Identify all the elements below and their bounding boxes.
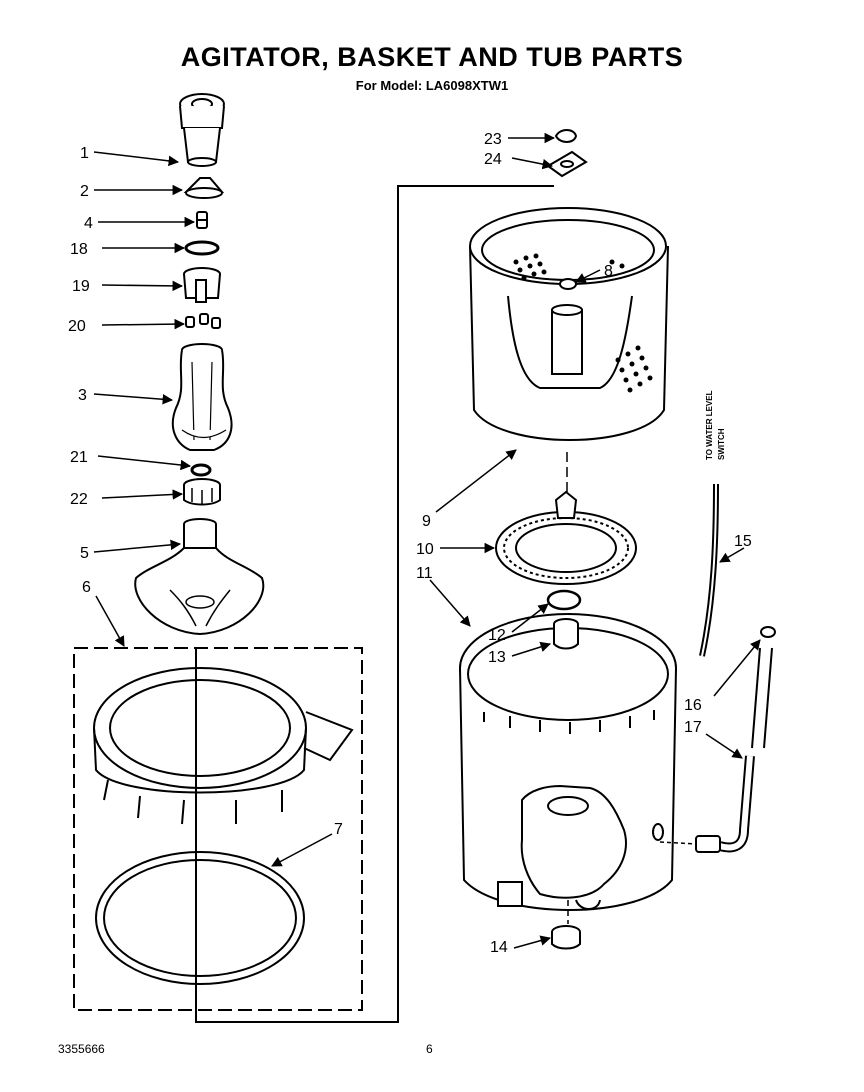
tub-part	[459, 613, 677, 911]
callout-14: 14	[490, 939, 508, 956]
page-number: 6	[426, 1042, 433, 1056]
dogs-part	[185, 313, 221, 329]
callout-22: 22	[70, 491, 88, 508]
callout-11: 11	[416, 565, 433, 582]
fill-hose-part	[695, 647, 773, 853]
drain-plug-part	[551, 925, 581, 950]
group-connector-line	[195, 185, 554, 1023]
callout-21: 21	[70, 449, 88, 466]
callout-3: 3	[78, 387, 87, 404]
callout-13: 13	[488, 649, 506, 666]
seal-ring-part	[546, 589, 582, 611]
callout-2: 2	[80, 183, 89, 200]
agitator-cap-part	[179, 93, 225, 167]
callout-18: 18	[70, 241, 88, 258]
o-ring-part	[184, 240, 220, 256]
callout-6: 6	[82, 579, 91, 596]
callout-19: 19	[72, 278, 90, 295]
document-number: 3355666	[58, 1042, 105, 1056]
callout-7: 7	[334, 821, 343, 838]
tub-cover-part	[93, 667, 354, 825]
callout-16: 16	[684, 697, 702, 714]
model-subtitle: For Model: LA6098XTW1	[355, 78, 509, 93]
agitator-barrel-part	[171, 343, 233, 451]
water-level-note-line2: SWITCH	[717, 428, 726, 460]
callout-24: 24	[484, 151, 502, 168]
leader-lines	[93, 132, 761, 949]
callout-12: 12	[488, 627, 506, 644]
tub-ring-group-box	[73, 647, 363, 1011]
callout-8: 8	[604, 263, 613, 280]
basket-nut-part	[554, 129, 578, 143]
small-bolt-part	[196, 211, 208, 229]
callout-4: 4	[84, 215, 93, 232]
hose-connector-line	[659, 841, 697, 845]
hex-coupling-part	[183, 478, 221, 506]
basket-part	[469, 207, 669, 441]
agitator-base-part	[134, 518, 265, 636]
spanner-nut-part	[546, 150, 588, 178]
balance-ring-part	[495, 490, 637, 585]
callout-23: 23	[484, 131, 502, 148]
page-title: AGITATOR, BASKET AND TUB PARTS	[180, 42, 684, 72]
hose-clamp-part	[760, 626, 776, 638]
tub-ring-part	[95, 851, 305, 985]
callout-10: 10	[416, 541, 434, 558]
callout-5: 5	[80, 545, 89, 562]
bearing-part	[553, 618, 579, 650]
agitator-cap-seal-part	[183, 177, 225, 199]
callout-20: 20	[68, 318, 86, 335]
callout-9: 9	[422, 513, 431, 530]
callout-17: 17	[684, 719, 702, 736]
callout-1: 1	[80, 145, 89, 162]
small-ring-part	[190, 463, 212, 477]
callout-15: 15	[734, 533, 752, 550]
water-level-note-line1: TO WATER LEVEL	[705, 390, 714, 460]
dog-retainer-part	[183, 267, 221, 303]
